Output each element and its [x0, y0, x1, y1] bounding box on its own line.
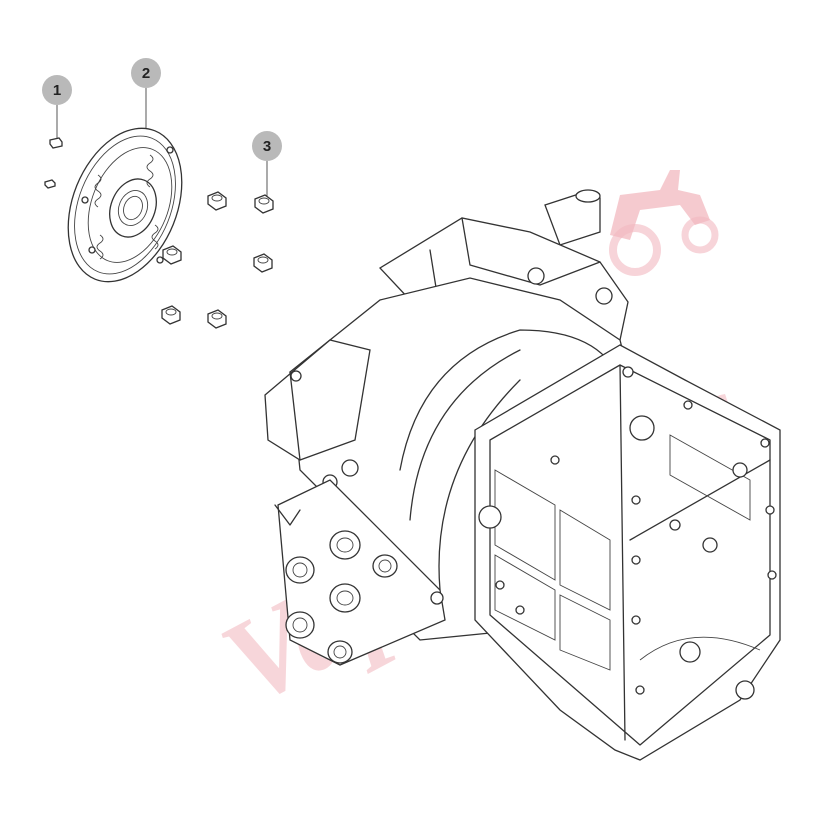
callout-2[interactable]: 2 — [131, 58, 161, 128]
hydraulic-ports — [285, 530, 444, 664]
frame-bolt-holes — [478, 366, 777, 700]
bell-housing-part — [264, 189, 781, 761]
callout-3-label: 3 — [263, 138, 271, 155]
callout-2-label: 2 — [142, 65, 150, 82]
callout-3[interactable]: 3 — [252, 131, 282, 196]
tractor-watermark-icon — [609, 170, 719, 276]
bolt-parts — [161, 191, 274, 329]
damper-plate-part — [67, 127, 183, 283]
pin-part-1 — [44, 137, 63, 189]
callout-1[interactable]: 1 — [42, 75, 72, 138]
callout-1-label: 1 — [53, 82, 61, 99]
